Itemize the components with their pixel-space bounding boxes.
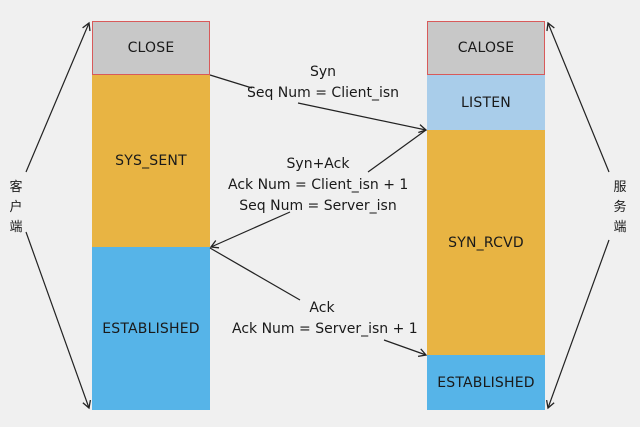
- ack-label-line1: Ack: [309, 300, 335, 316]
- client-bracket-down-arrow: [25, 231, 92, 410]
- syn-ack-label-line3: Seq Num = Server_isn: [239, 198, 397, 214]
- server-close-state: CALOSE: [427, 21, 545, 75]
- server-syn-rcvd-state: SYN_RCVD: [427, 130, 545, 355]
- server-bracket-down-arrow: [545, 239, 610, 410]
- client-side-label: 客户端: [9, 180, 23, 235]
- ack-label-line2: Ack Num = Server_isn + 1: [232, 321, 418, 337]
- syn-ack-label-line1: Syn+Ack: [286, 156, 350, 172]
- syn-label-line2: Seq Num = Client_isn: [246, 85, 400, 101]
- server-listen-label: LISTEN: [461, 94, 511, 111]
- server-listen-state: LISTEN: [427, 75, 545, 130]
- server-syn-rcvd-label: SYN_RCVD: [448, 234, 524, 251]
- syn-arrow-segment-1: [209, 74, 253, 89]
- server-close-label: CALOSE: [457, 40, 515, 56]
- client-close-state: CLOSE: [92, 21, 210, 75]
- syn-ack-label-line2: Ack Num = Client_isn + 1: [228, 177, 409, 193]
- syn-ack-arrow-segment-1: [367, 129, 427, 173]
- syn-label-line1: Syn: [309, 64, 337, 80]
- client-established-label: ESTABLISHED: [102, 320, 200, 337]
- syn-arrow-segment-2: [297, 102, 428, 134]
- client-established-state: ESTABLISHED: [92, 247, 210, 410]
- server-established-state: ESTABLISHED: [427, 355, 545, 410]
- client-sys-sent-label: SYS_SENT: [115, 153, 187, 169]
- ack-arrow-segment-1: [209, 247, 301, 301]
- client-bracket-up-arrow: [25, 21, 91, 173]
- client-sys-sent-state: SYS_SENT: [92, 75, 210, 247]
- client-close-label: CLOSE: [127, 40, 175, 56]
- server-bracket-up-arrow: [546, 21, 610, 173]
- server-side-label: 服务端: [613, 180, 627, 235]
- ack-arrow-segment-2: [383, 339, 428, 358]
- syn-ack-arrow-segment-2: [209, 211, 291, 249]
- server-established-label: ESTABLISHED: [437, 374, 535, 391]
